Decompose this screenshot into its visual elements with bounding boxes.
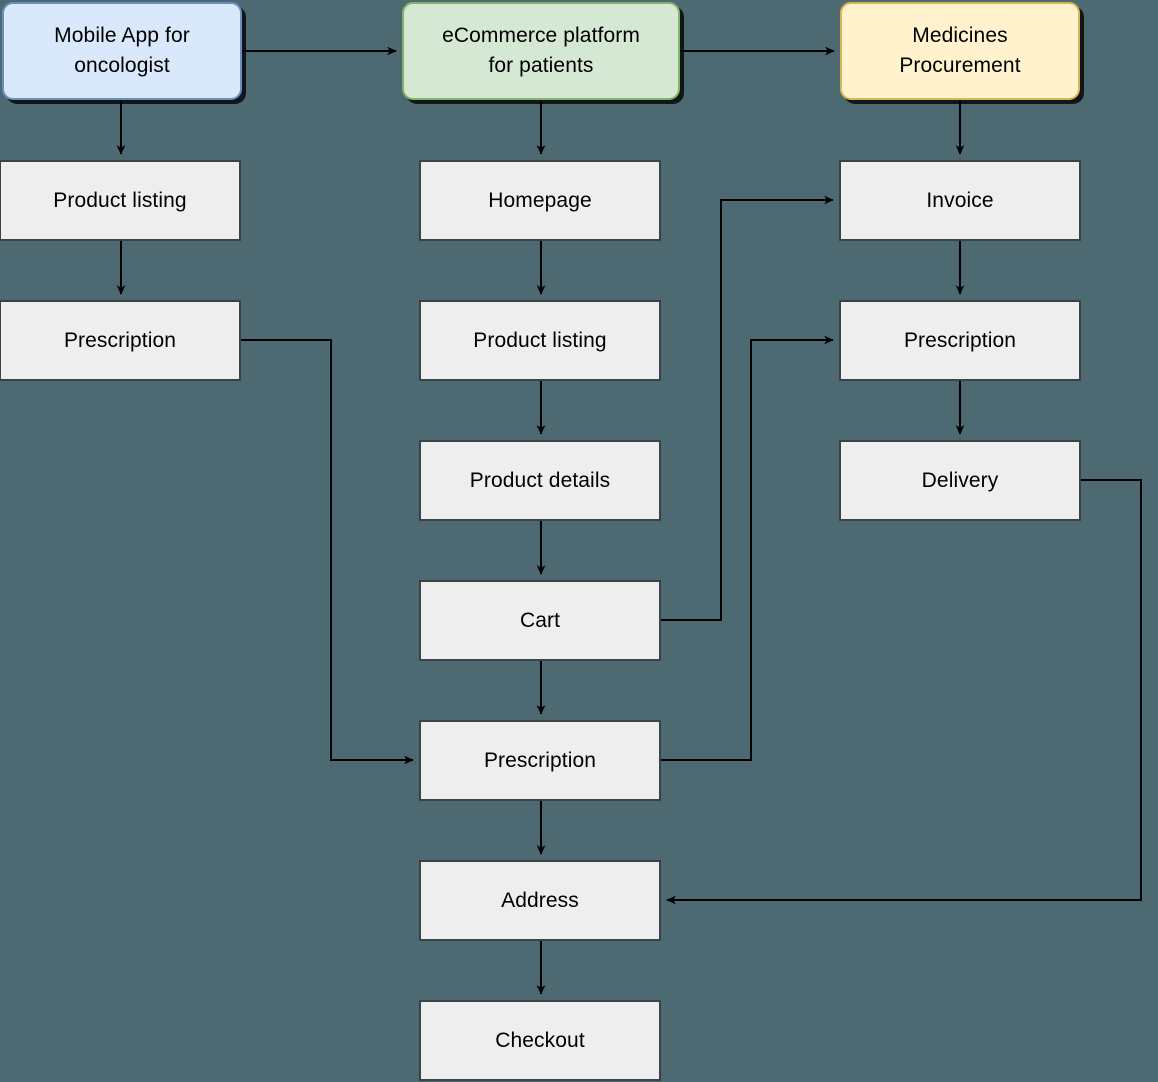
node-product-details[interactable]: Product details xyxy=(419,440,661,521)
node-label: Invoice xyxy=(926,188,994,212)
node-label: Product listing xyxy=(473,328,607,352)
node-left-prescription[interactable]: Prescription xyxy=(0,300,241,381)
node-cart[interactable]: Cart xyxy=(419,580,661,661)
node-invoice[interactable]: Invoice xyxy=(839,160,1081,241)
edge-mid-prescription-to-right-prescription xyxy=(661,335,834,761)
node-checkout[interactable]: Checkout xyxy=(419,1000,661,1081)
node-label: Delivery xyxy=(921,468,999,492)
node-label: Product details xyxy=(469,468,611,492)
node-label: Homepage xyxy=(488,188,592,212)
node-label: Prescription xyxy=(63,328,177,352)
node-label: Product listing xyxy=(53,188,187,212)
edge-delivery-to-address xyxy=(666,479,1142,905)
edge-left-prescription-to-mid-prescription xyxy=(241,339,414,765)
node-label: Prescription xyxy=(903,328,1017,352)
node-right-prescription[interactable]: Prescription xyxy=(839,300,1081,381)
node-address[interactable]: Address xyxy=(419,860,661,941)
node-label: Checkout xyxy=(495,1028,585,1052)
edge-cart-to-invoice xyxy=(661,195,834,621)
node-mid-product-listing[interactable]: Product listing xyxy=(419,300,661,381)
node-left-product-listing[interactable]: Product listing xyxy=(0,160,241,241)
node-delivery[interactable]: Delivery xyxy=(839,440,1081,521)
node-label: Cart xyxy=(519,608,561,632)
node-label: Address xyxy=(501,888,579,912)
node-mid-prescription[interactable]: Prescription xyxy=(419,720,661,801)
node-label: Prescription xyxy=(483,748,597,772)
node-homepage[interactable]: Homepage xyxy=(419,160,661,241)
